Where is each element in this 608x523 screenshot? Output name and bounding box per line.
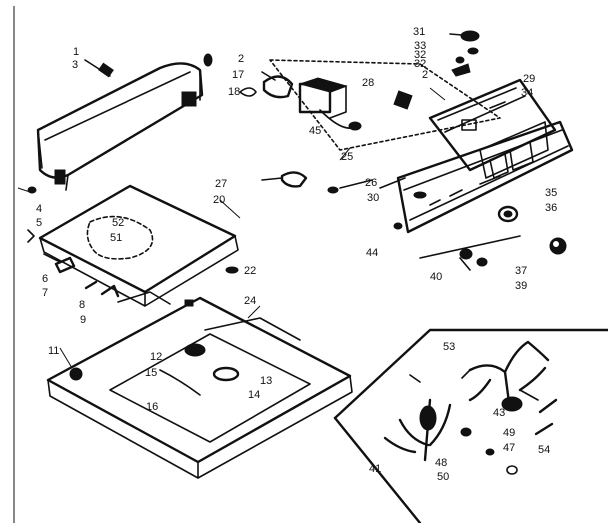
top-cover-housing [36,59,204,191]
label-part-26: 26 [365,177,377,189]
label-part-15: 15 [145,367,157,379]
label-part-2: 2 [238,53,244,65]
label-part-5: 5 [36,217,42,229]
label-part-47: 47 [503,442,515,454]
spring-assembly-41 [383,398,452,462]
label-part-32-b: 32 [414,58,426,70]
timer-motor [269,59,501,151]
label-part-16: 16 [146,401,158,413]
label-part-30: 30 [367,192,379,204]
label-part-49: 49 [503,427,515,439]
label-part-14: 14 [248,389,260,401]
label-part-8: 8 [79,299,85,311]
control-panel-front [327,120,574,234]
label-part-13: 13 [260,375,272,387]
label-part-1: 1 [73,46,79,58]
label-part-33: 33 [414,40,426,52]
label-part-25: 25 [341,151,353,163]
small-parts-6-9 [43,253,239,305]
label-part-51: 51 [110,232,122,244]
hinge-parts [27,186,37,243]
bracket-27 [261,171,308,188]
label-part-28: 28 [362,77,374,89]
label-part-9: 9 [80,314,86,326]
label-part-6: 6 [42,273,48,285]
label-part-32: 32 [414,49,426,61]
label-part-27: 27 [215,178,227,190]
label-part-54: 54 [538,444,550,456]
label-part-36: 36 [545,202,557,214]
spring-assembly-43 [461,340,550,412]
label-part-31: 31 [413,26,425,38]
label-part-53: 53 [443,341,455,353]
label-part-12: 12 [150,351,162,363]
label-part-18: 18 [228,86,240,98]
leader-lines [17,87,446,369]
label-part-43: 43 [493,407,505,419]
label-part-11: 11 [48,345,59,357]
label-part-22: 22 [244,265,256,277]
part-number-labels: 1 3 2 17 18 28 31 33 32 32 2 29 34 45 25… [36,26,557,483]
label-part-37: 37 [515,265,527,277]
detail-inset-box [333,328,608,523]
control-knobs [393,205,567,271]
label-part-34: 34 [521,87,533,99]
console-back-panel [428,78,557,179]
label-part-24: 24 [244,295,256,307]
label-part-52: 52 [112,217,124,229]
label-part-3: 3 [72,59,78,71]
switch-parts-31-33 [449,30,480,77]
label-part-20: 20 [213,194,225,206]
label-part-45: 45 [309,125,321,137]
label-part-35: 35 [545,187,557,199]
label-part-41: 41 [369,463,381,475]
label-part-17: 17 [232,69,244,81]
label-part-39: 39 [515,280,527,292]
label-part-48: 48 [435,457,447,469]
clip-parts [203,53,294,99]
label-part-29: 29 [523,73,535,85]
label-part-44: 44 [366,247,378,259]
label-part-4: 4 [36,203,42,215]
top-panel-base [46,296,353,479]
label-part-40: 40 [430,271,442,283]
knob-28 [393,90,413,110]
lid-panel [38,184,239,307]
label-part-2-b: 2 [422,69,428,81]
label-part-50: 50 [437,471,449,483]
clip-parts-47-54 [409,374,558,475]
label-part-7: 7 [42,287,48,299]
